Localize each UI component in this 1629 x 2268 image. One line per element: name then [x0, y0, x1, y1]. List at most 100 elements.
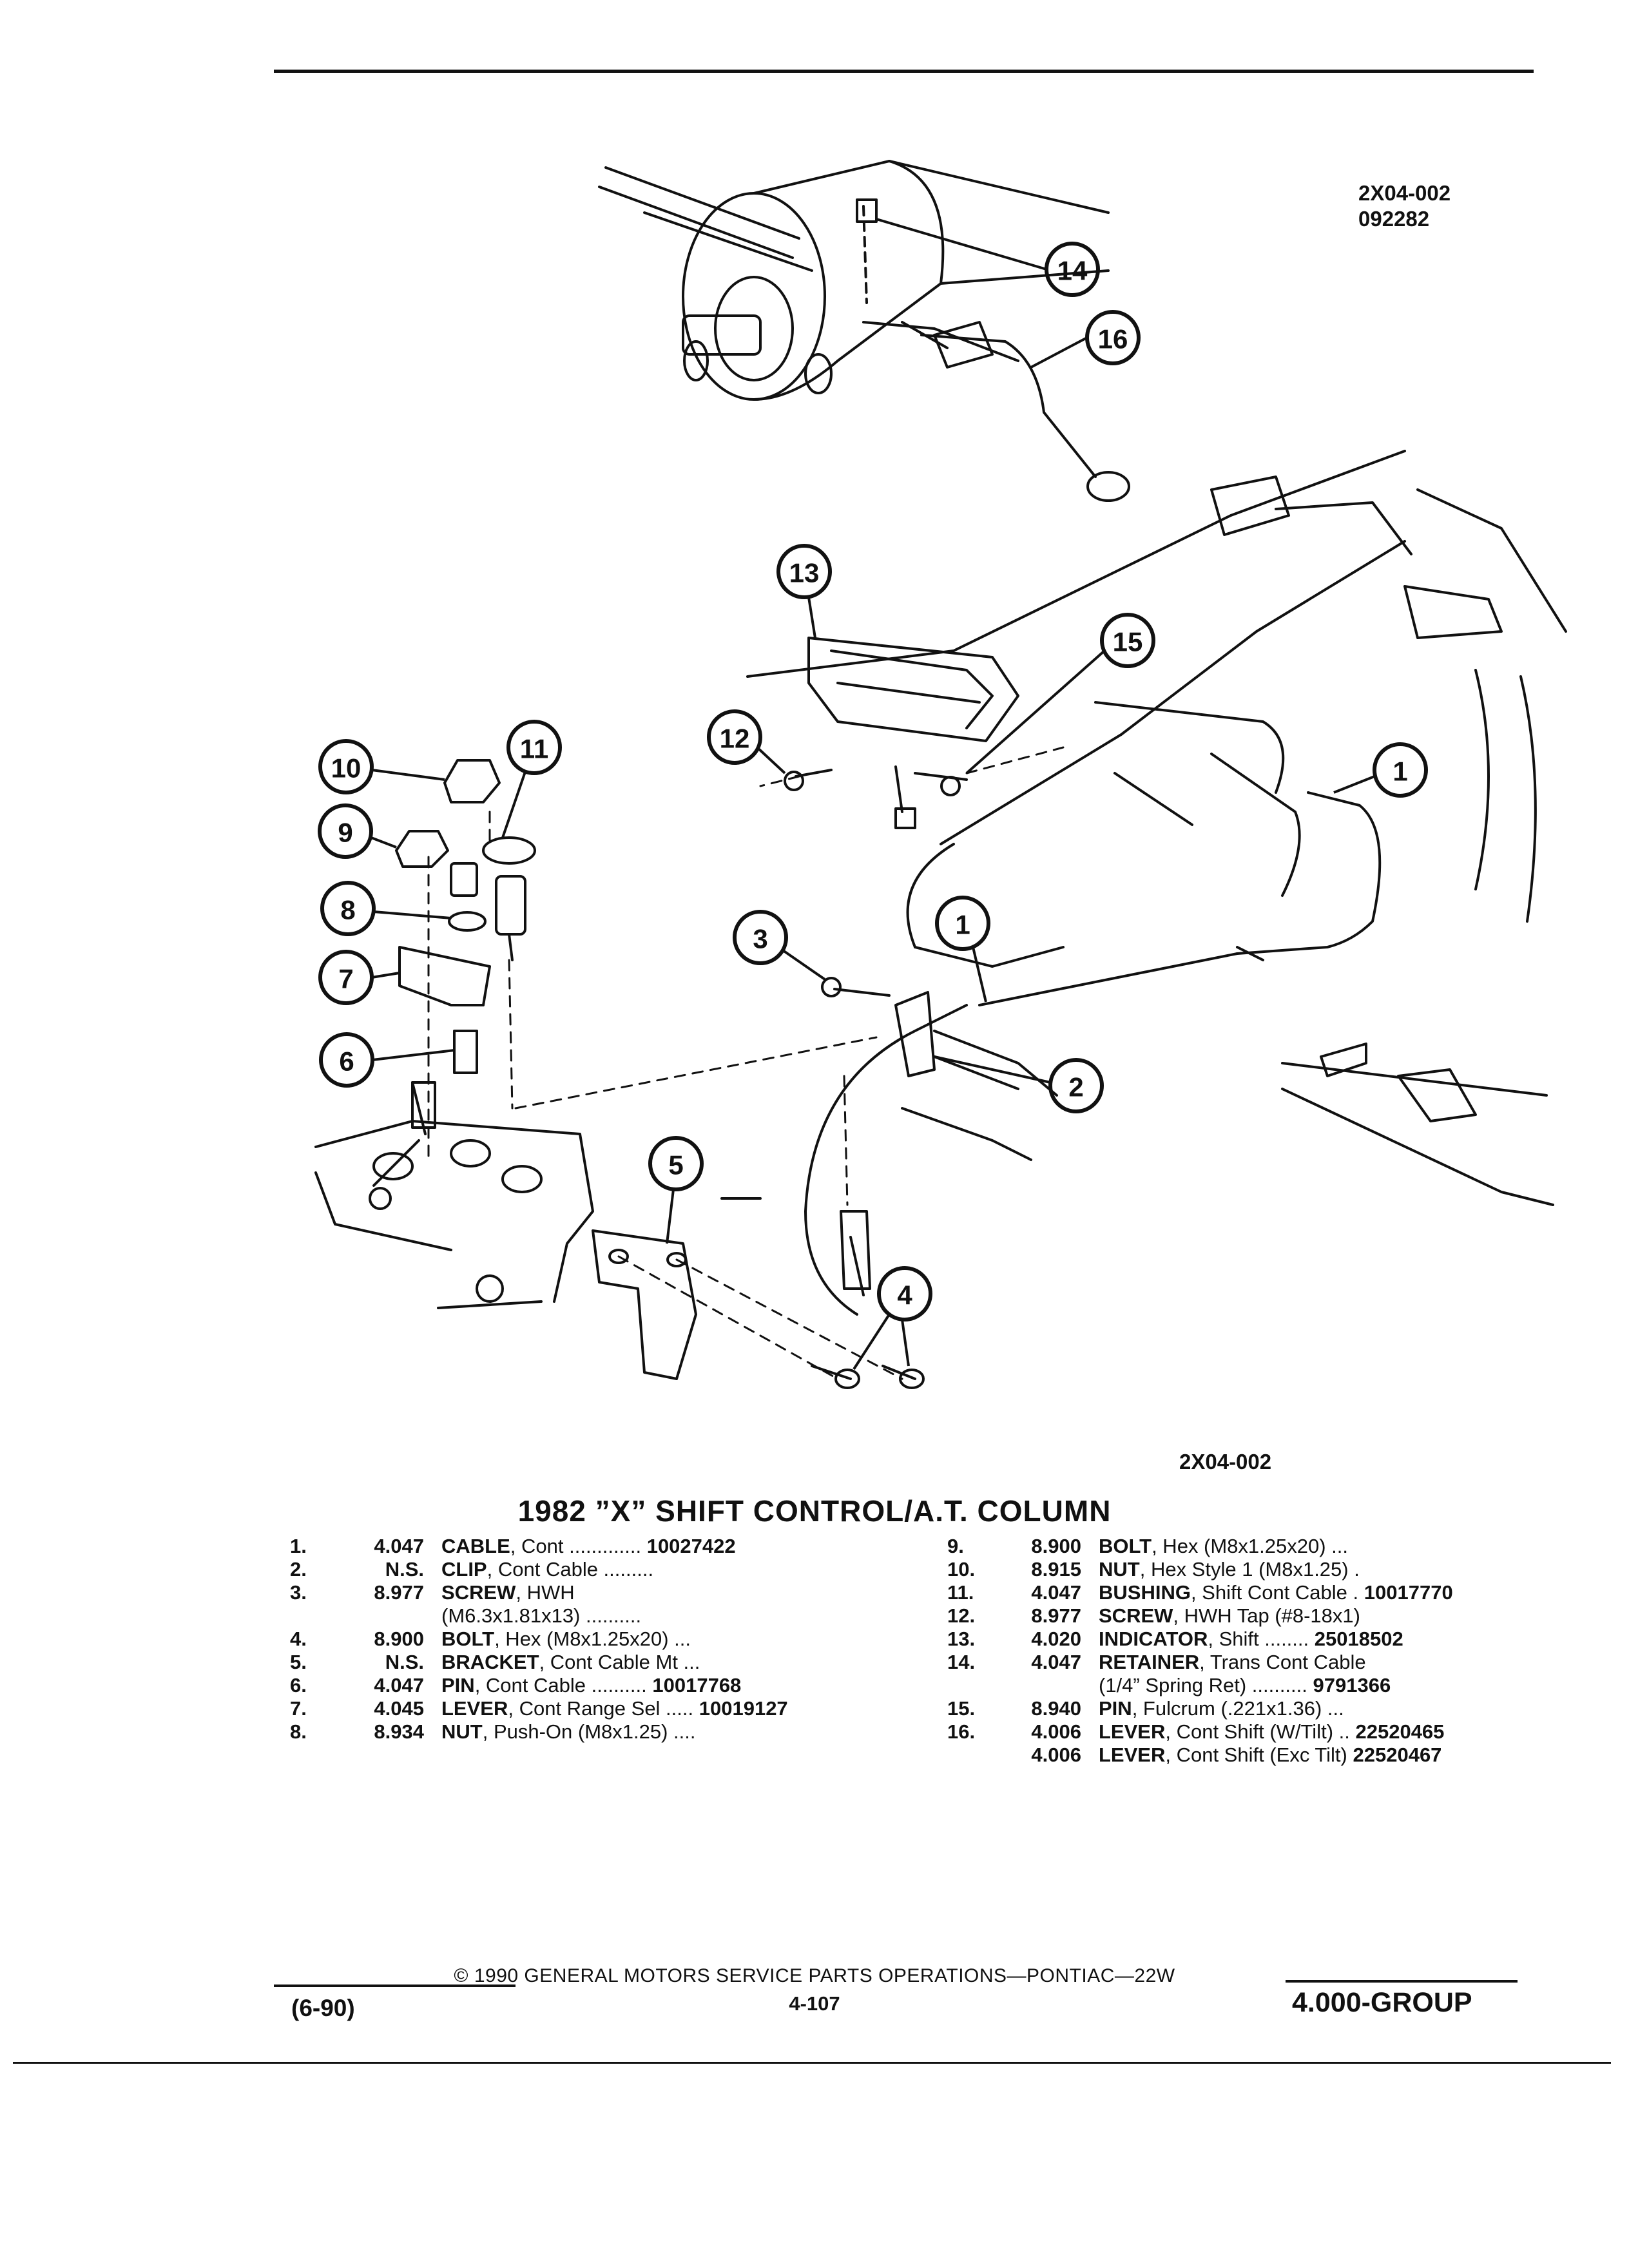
part-desc-text: , Hex (M8x1.25x20) ...	[494, 1628, 691, 1650]
bottom-rule	[13, 2062, 1611, 2064]
part-group-number: 8.934	[374, 1720, 424, 1743]
part-name: NUT	[441, 1720, 483, 1743]
callout-7	[318, 950, 400, 1005]
part-name: BRACKET	[441, 1651, 539, 1673]
part-desc-text: , Cont Cable ..........	[474, 1674, 647, 1696]
callout-11	[501, 720, 562, 838]
shift-indicator	[807, 637, 1019, 829]
retainer-14	[914, 772, 968, 796]
pin-6	[453, 1030, 478, 1074]
part-desc-text: , Cont Cable .........	[487, 1558, 654, 1581]
nut-9	[395, 830, 449, 868]
cable-bracket	[592, 1229, 697, 1380]
part-group-number: 4.045	[374, 1697, 424, 1720]
part-row: (1/4” Spring Ret) .......... 9791366	[947, 1674, 1629, 1697]
part-description: LEVER, Cont Range Sel ..... 10019127	[441, 1697, 788, 1720]
bushing-11	[482, 836, 536, 961]
part-index: 7.	[290, 1697, 307, 1720]
part-description: CABLE, Cont ............. 10027422	[441, 1535, 736, 1558]
part-description: INDICATOR, Shift ........ 25018502	[1099, 1628, 1403, 1651]
part-name: NUT	[1099, 1558, 1140, 1581]
part-name: RETAINER	[1099, 1651, 1200, 1673]
control-cable	[804, 791, 1382, 1316]
part-number: 25018502	[1314, 1628, 1403, 1650]
part-desc-text: , Hex (M8x1.25x20) ...	[1152, 1535, 1349, 1557]
part-desc-text: , Hex Style 1 (M8x1.25) .	[1139, 1558, 1360, 1581]
callout-2-number: 2	[1068, 1072, 1083, 1102]
footer-date: (6-90)	[291, 1995, 355, 2021]
part-name: BOLT	[1099, 1535, 1152, 1557]
callout-8-number: 8	[340, 895, 355, 925]
part-row: 10. 8.915 NUT, Hex Style 1 (M8x1.25) .	[947, 1558, 1629, 1581]
figure-ref-top: 2X04-002 092282	[1358, 180, 1451, 232]
part-description: LEVER, Cont Shift (Exc Tilt) 22520467	[1099, 1744, 1441, 1767]
callout-16	[1030, 310, 1141, 369]
callout-8	[320, 881, 452, 936]
part-row: 13. 4.020 INDICATOR, Shift ........ 250185…	[947, 1628, 1629, 1651]
part-group-number: 8.900	[1031, 1535, 1081, 1557]
part-desc-text: (M6.3x1.81x13) ..........	[441, 1604, 642, 1627]
part-desc-text: , Cont .............	[510, 1535, 642, 1557]
cable-clip	[894, 991, 1058, 1097]
callout-14	[965, 613, 1155, 774]
part-desc-text: , HWH Tap (#8-18x1)	[1173, 1604, 1360, 1627]
callout-9-number: 9	[338, 818, 352, 848]
footer-copyright: © 1990 GENERAL MOTORS SERVICE PARTS OPER…	[454, 1965, 1175, 1986]
part-name: CABLE	[441, 1535, 510, 1557]
part-group-number: 4.020	[1031, 1628, 1081, 1650]
part-index: 4.	[290, 1628, 307, 1650]
part-description: BUSHING, Shift Cont Cable . 10017770	[1099, 1581, 1453, 1604]
part-index: 13.	[947, 1628, 976, 1650]
footer-rule-right	[1286, 1980, 1518, 1983]
part-name: BUSHING	[1099, 1581, 1191, 1604]
part-name: PIN	[441, 1674, 475, 1696]
part-desc-text: , Cont Cable Mt ...	[539, 1651, 700, 1673]
callout-1-upper	[1333, 742, 1428, 798]
part-name: BOLT	[441, 1628, 495, 1650]
part-group-number: 4.047	[1031, 1651, 1081, 1673]
part-name: INDICATOR	[1099, 1628, 1208, 1650]
part-group-number: 8.915	[1031, 1558, 1081, 1581]
part-group-number: 4.006	[1031, 1744, 1081, 1766]
part-name: CLIP	[441, 1558, 487, 1581]
part-group-number: 8.940	[1031, 1697, 1081, 1720]
figure-ref-bottom: 2X04-002	[1179, 1450, 1272, 1474]
steering-column-housing	[598, 160, 1110, 401]
part-description: RETAINER, Trans Cont Cable	[1099, 1651, 1366, 1674]
part-group-number: 4.047	[374, 1674, 424, 1696]
part-row: 12. 8.977 SCREW, HWH Tap (#8-18x1)	[947, 1604, 1629, 1628]
part-index: 10.	[947, 1558, 976, 1581]
part-description: CLIP, Cont Cable .........	[441, 1558, 653, 1581]
part-name: SCREW	[441, 1581, 516, 1604]
footer-rule-left	[274, 1984, 516, 1987]
screw-12	[784, 769, 833, 791]
part-name: PIN	[1099, 1697, 1132, 1720]
part-number: 10017770	[1364, 1581, 1453, 1604]
callout-7-number: 7	[338, 964, 353, 994]
part-description: PIN, Cont Cable .......... 10017768	[441, 1674, 741, 1697]
part-name: SCREW	[1099, 1604, 1173, 1627]
part-number: 9791366	[1313, 1674, 1391, 1696]
part-name: LEVER	[1099, 1720, 1166, 1743]
part-group-number: 8.977	[1031, 1604, 1081, 1627]
part-group-number: 4.047	[374, 1535, 424, 1557]
callout-11-number: 11	[520, 734, 548, 764]
part-index: 12.	[947, 1604, 976, 1627]
part-row: 7. 4.045 LEVER, Cont Range Sel ..... 10019…	[290, 1697, 1063, 1720]
callout-12-number: 12	[720, 724, 750, 754]
page-title: 1982 ”X” SHIFT CONTROL/A.T. COLUMN	[517, 1494, 1112, 1528]
part-row: (M6.3x1.81x13) ..........	[290, 1604, 1063, 1628]
part-description: BOLT, Hex (M8x1.25x20) ...	[1099, 1535, 1348, 1558]
callout-2	[934, 1055, 1104, 1113]
callout-5	[648, 1136, 704, 1244]
part-group-number: 4.047	[1031, 1581, 1081, 1604]
part-index: 15.	[947, 1697, 976, 1720]
